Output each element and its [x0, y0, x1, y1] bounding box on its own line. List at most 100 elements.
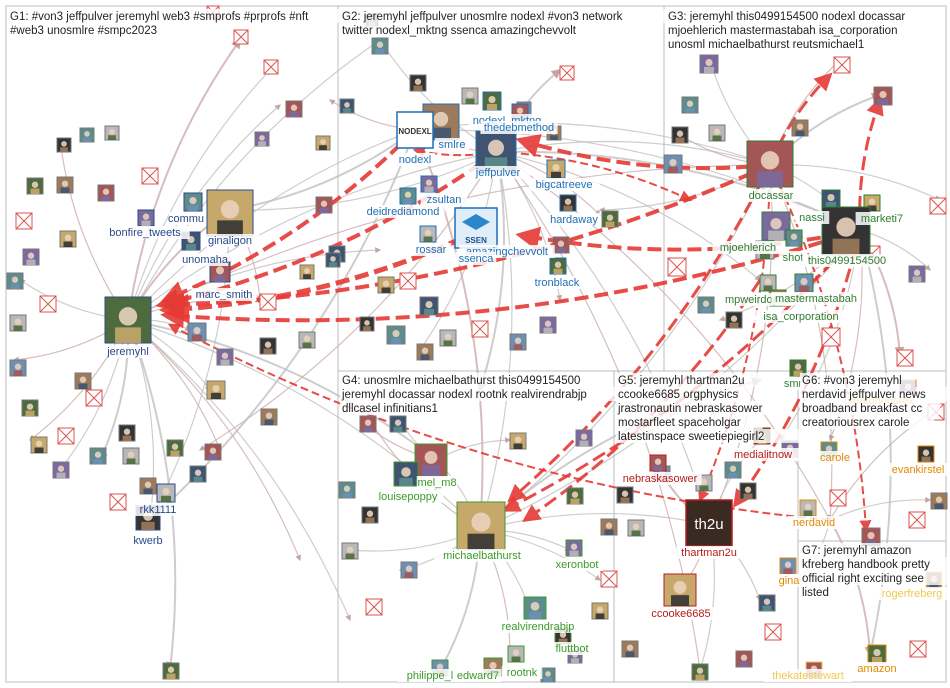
node-label-michaelbathurst[interactable]: michaelbathurst — [443, 550, 521, 562]
node-label-nassi[interactable]: nassi — [799, 212, 825, 224]
node-label-philippe_l[interactable]: philippe_l — [407, 670, 453, 682]
missing-image-icon[interactable] — [929, 197, 947, 215]
node-label-docassar[interactable]: docassar — [749, 190, 794, 202]
ssen-logo-thumb[interactable]: SSEN — [454, 207, 498, 249]
avatar-thumb[interactable] — [377, 276, 395, 294]
avatar-thumb[interactable] — [724, 461, 742, 479]
node-label-medialitnow[interactable]: medialitnow — [734, 449, 792, 461]
node-avatar-bigcatreeve[interactable] — [546, 159, 566, 179]
avatar-thumb[interactable] — [591, 602, 609, 620]
node-avatar-nassi[interactable] — [821, 189, 841, 209]
missing-image-icon[interactable] — [109, 493, 127, 511]
missing-image-icon[interactable] — [909, 640, 927, 658]
avatar-thumb[interactable] — [56, 137, 72, 153]
avatar-thumb[interactable] — [118, 424, 136, 442]
avatar-thumb[interactable] — [104, 125, 120, 141]
node-avatar-rkk1111[interactable] — [156, 483, 176, 503]
avatar-thumb[interactable] — [930, 492, 948, 510]
avatar-thumb[interactable] — [725, 311, 743, 329]
avatar-thumb[interactable] — [79, 127, 95, 143]
node-label-ccooke6685[interactable]: ccooke6685 — [651, 608, 710, 620]
node-label-fluttbot[interactable]: fluttbot — [555, 643, 588, 655]
avatar-thumb[interactable] — [663, 154, 683, 174]
avatar-thumb[interactable] — [908, 265, 926, 283]
node-label-kwerb[interactable]: kwerb — [133, 535, 162, 547]
node-avatar-michaelbathurst[interactable] — [456, 501, 506, 551]
node-label-commu[interactable]: commu — [168, 213, 204, 225]
missing-image-icon[interactable] — [829, 489, 847, 507]
node-label-louisepoppy[interactable]: louisepoppy — [379, 491, 438, 503]
node-label-jeffpulver[interactable]: jeffpulver — [475, 167, 521, 179]
avatar-thumb[interactable] — [204, 443, 222, 461]
avatar-thumb[interactable] — [97, 184, 115, 202]
missing-image-icon[interactable] — [821, 327, 841, 347]
avatar-thumb[interactable] — [56, 176, 74, 194]
node-avatar-commu[interactable] — [183, 192, 203, 212]
avatar-thumb[interactable] — [30, 436, 48, 454]
node-avatar-louisepoppy[interactable] — [393, 461, 419, 487]
node-avatar-nebraskasower[interactable] — [649, 454, 667, 472]
avatar-thumb[interactable] — [861, 527, 881, 547]
avatar-thumb[interactable] — [416, 343, 434, 361]
avatar-thumb[interactable] — [389, 415, 407, 433]
node-label-gina[interactable]: gina — [779, 575, 801, 587]
avatar-thumb[interactable] — [697, 296, 715, 314]
avatar-thumb[interactable] — [6, 272, 24, 290]
node-label-ginaligon[interactable]: ginaligon — [208, 235, 252, 247]
avatar-thumb[interactable] — [21, 399, 39, 417]
avatar-thumb[interactable] — [739, 482, 757, 500]
node-label-bigcatreeve[interactable]: bigcatreeve — [536, 179, 593, 191]
node-avatar-nerdavid[interactable] — [799, 499, 817, 517]
node-avatar-rossar[interactable] — [419, 225, 437, 243]
node-avatar-mjoehlerich[interactable] — [761, 211, 791, 241]
node-label-tronblack[interactable]: tronblack — [535, 277, 580, 289]
node-avatar-tronblack[interactable] — [549, 257, 567, 275]
missing-image-icon[interactable] — [600, 570, 618, 588]
avatar-thumb[interactable] — [552, 236, 570, 254]
node-label-rogerfreberg[interactable]: rogerfreberg — [882, 588, 943, 600]
missing-image-icon[interactable] — [365, 598, 383, 616]
avatar-thumb[interactable] — [539, 316, 557, 334]
missing-image-icon[interactable] — [15, 212, 33, 230]
node-avatar-zsultan[interactable] — [420, 175, 438, 193]
avatar-thumb[interactable] — [9, 314, 27, 332]
avatar-thumb[interactable] — [691, 663, 709, 681]
node-avatar-shot[interactable] — [785, 229, 803, 247]
avatar-thumb[interactable] — [325, 252, 341, 268]
node-avatar-xeronbot[interactable] — [565, 539, 583, 557]
node-label-mastermastabah[interactable]: mastermastabah — [775, 293, 857, 305]
avatar-thumb[interactable] — [162, 662, 180, 680]
avatar-thumb[interactable] — [386, 325, 406, 345]
node-label-marketi7[interactable]: marketi7 — [861, 213, 903, 225]
node-label-bonfire_tweets[interactable]: bonfire_tweets — [109, 227, 181, 239]
node-label-rossar[interactable]: rossar — [416, 244, 447, 256]
node-label-rootnk[interactable]: rootnk — [507, 667, 538, 679]
avatar-thumb[interactable] — [621, 640, 639, 658]
node-label-nebraskasower[interactable]: nebraskasower — [623, 473, 698, 485]
missing-image-icon[interactable] — [39, 295, 57, 313]
avatar-thumb[interactable] — [758, 594, 776, 612]
node-label-rkk1111[interactable]: rkk1111 — [140, 504, 177, 516]
avatar-thumb[interactable] — [681, 96, 699, 114]
avatar-thumb[interactable] — [9, 359, 27, 377]
avatar-thumb[interactable] — [341, 542, 359, 560]
node-label-ssenca[interactable]: ssenca — [459, 253, 495, 265]
node-label-shot[interactable]: shot — [783, 252, 804, 264]
node-label-amazon[interactable]: amazon — [857, 663, 896, 675]
avatar-thumb[interactable] — [22, 248, 40, 266]
node-avatar-mastermastabah[interactable] — [794, 273, 814, 293]
missing-image-icon[interactable] — [399, 272, 417, 290]
avatar-thumb[interactable] — [735, 650, 753, 668]
avatar-thumb[interactable] — [299, 264, 315, 280]
node-label-this0499154500[interactable]: this0499154500 — [808, 255, 886, 267]
missing-image-icon[interactable] — [908, 511, 926, 529]
node-label-mjoehlerich[interactable]: mjoehlerich — [720, 242, 776, 254]
node-avatar-mpweirdopod[interactable] — [759, 274, 777, 292]
avatar-thumb[interactable] — [338, 481, 356, 499]
node-avatar-realvirendrabjp[interactable] — [523, 596, 547, 620]
avatar-thumb[interactable] — [540, 667, 556, 683]
avatar-thumb[interactable] — [461, 87, 479, 105]
avatar-thumb[interactable] — [419, 296, 439, 316]
avatar-thumb[interactable] — [671, 126, 689, 144]
avatar-thumb[interactable] — [26, 177, 44, 195]
